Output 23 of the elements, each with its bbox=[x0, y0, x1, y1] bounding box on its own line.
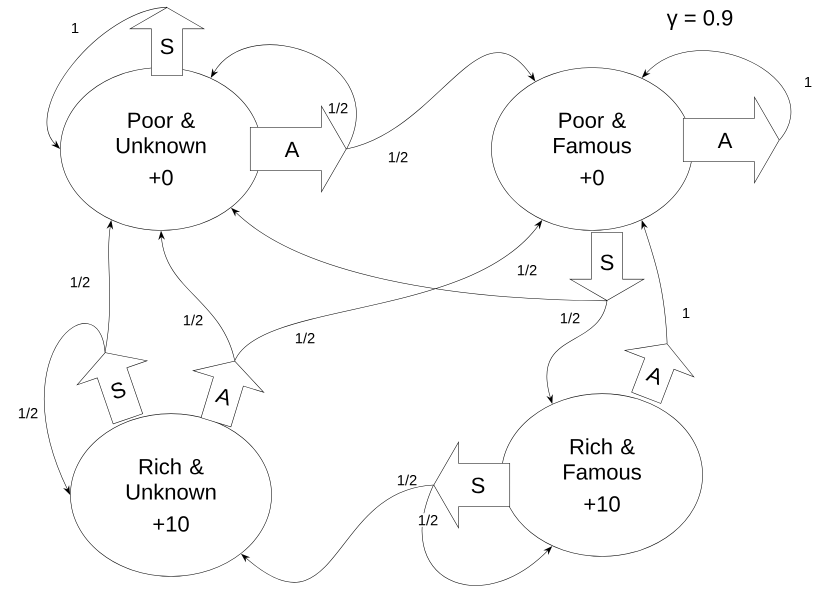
arrow bbox=[46, 6, 168, 149]
edge-label: 1/2 bbox=[395, 473, 419, 487]
edge-label: 1 bbox=[70, 22, 80, 34]
arrow bbox=[241, 484, 434, 582]
arrow bbox=[210, 44, 356, 150]
edge-label: 1 bbox=[680, 306, 692, 320]
edge-label: 1/2 bbox=[68, 275, 92, 289]
edge-label: 1/2 bbox=[326, 101, 350, 115]
arrow bbox=[346, 52, 536, 150]
discount-label: γ = 0.9 bbox=[666, 10, 732, 30]
edge-label: 1 bbox=[802, 76, 814, 88]
edge-label: 1/2 bbox=[515, 263, 539, 277]
arrow bbox=[642, 50, 792, 140]
edge-label: 1/2 bbox=[386, 150, 410, 164]
edge-label: 1/2 bbox=[293, 331, 317, 345]
edge-label: 1/2 bbox=[16, 406, 40, 420]
arrow bbox=[44, 323, 106, 495]
arrow bbox=[234, 220, 542, 362]
edge-label: 1/2 bbox=[558, 311, 582, 325]
edge-label: 1/2 bbox=[416, 513, 440, 527]
arrow bbox=[641, 220, 668, 344]
edge-label: 1/2 bbox=[181, 313, 205, 327]
arrow bbox=[422, 484, 552, 586]
